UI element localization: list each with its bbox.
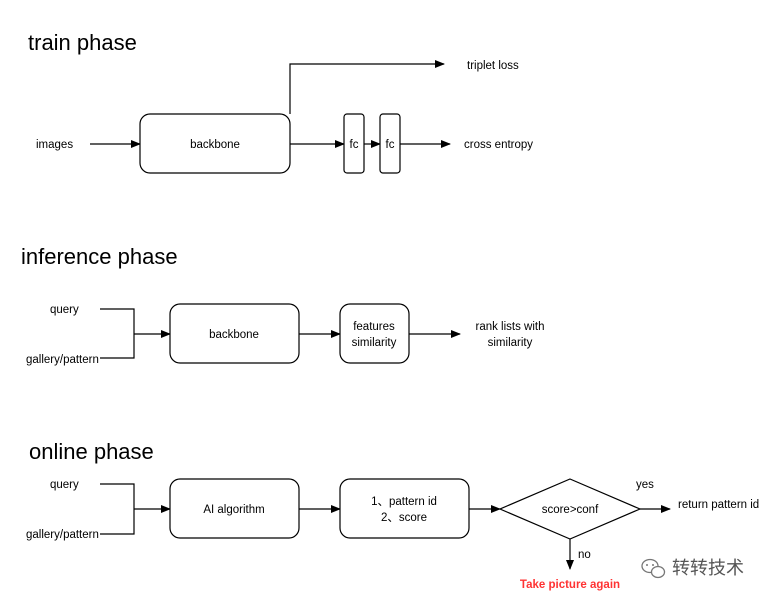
wechat-icon [641,558,666,579]
inference-input-bracket [100,308,135,359]
online-result-label-2: 2、score [381,512,427,524]
online-gallery-label: gallery/pattern [26,529,99,541]
online-no-label: no [578,549,591,561]
inference-gallery-label: gallery/pattern [26,354,99,366]
online-take-picture-label: Take picture again [520,579,620,591]
online-input-bracket [100,483,135,535]
online-algorithm-label: AI algorithm [203,504,264,516]
online-phase-heading: online phase [29,439,154,464]
online-result-label-1: 1、pattern id [371,496,437,508]
train-fc2-label: fc [386,139,395,151]
train-triplet-loss-label: triplet loss [467,60,519,72]
train-backbone-label: backbone [190,139,240,151]
online-query-label: query [50,479,79,491]
train-arrow-triplet [289,60,445,114]
inference-phase-heading: inference phase [21,244,178,269]
train-phase-heading: train phase [28,30,137,55]
inference-features-box [339,303,410,364]
inference-features-label-2: similarity [352,337,397,349]
inference-rank-label-2: similarity [488,337,533,349]
inference-backbone-label: backbone [209,329,259,341]
online-yes-label: yes [636,479,654,491]
train-fc1-label: fc [350,139,359,151]
inference-features-label-1: features [353,321,395,333]
train-cross-entropy-label: cross entropy [464,139,533,151]
inference-query-label: query [50,304,79,316]
online-result-box [339,478,470,539]
watermark-text: 转转技术 [672,558,744,578]
inference-rank-label-1: rank lists with [475,321,544,333]
train-images-label: images [36,139,73,151]
online-decision-label: score>conf [542,504,599,516]
online-return-label: return pattern id [678,499,759,511]
